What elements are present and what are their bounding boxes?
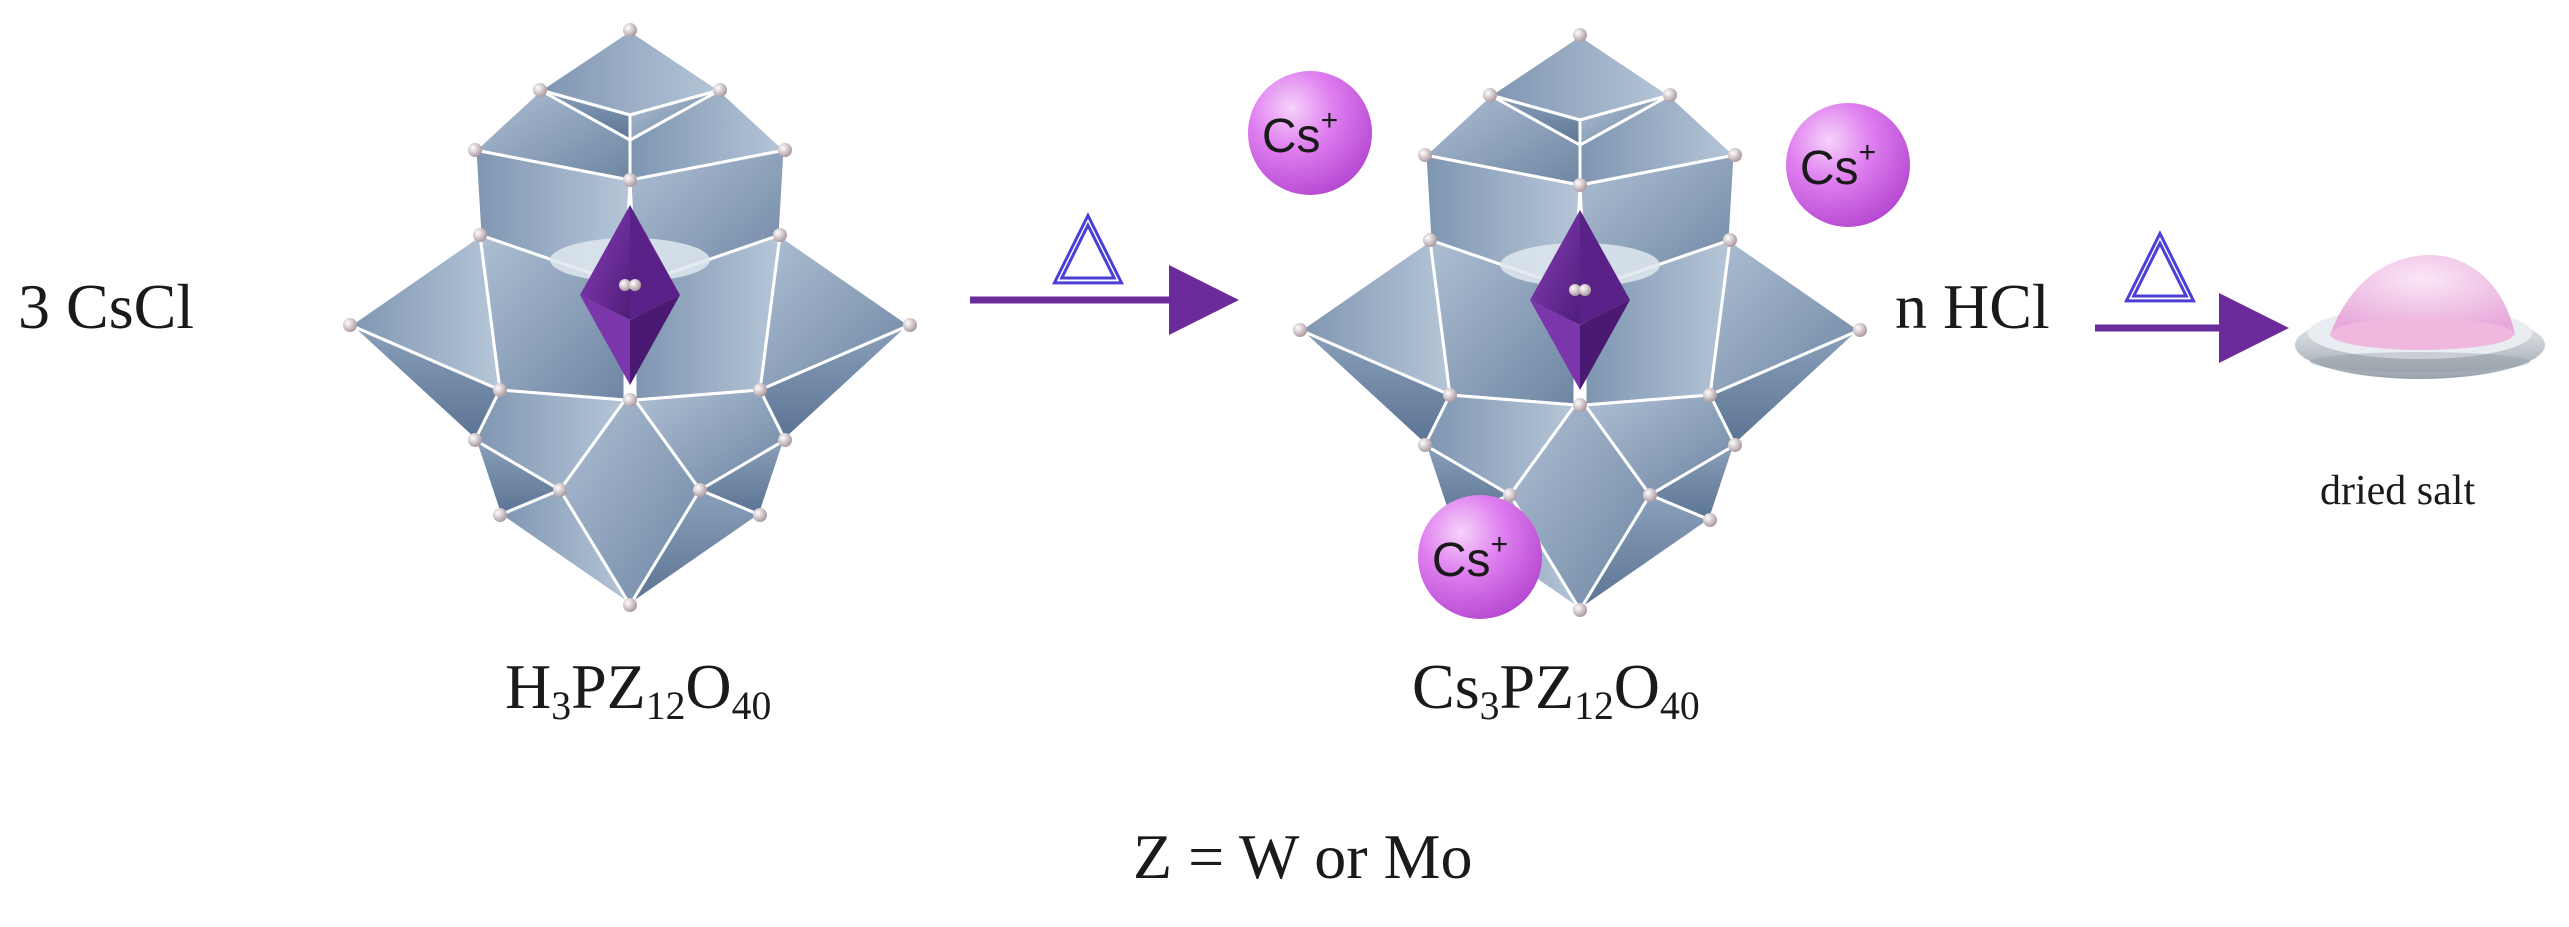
element-note: Z = W or Mo [1133,821,1473,892]
cs-ion-bottom: Cs+ [1418,495,1542,619]
svg-text:Cs+: Cs+ [1800,136,1876,195]
salt-formula: Cs3PZ12O40 [1412,651,1700,729]
heteropolyacid-structure [341,21,919,614]
cs-ion-top-right: Cs+ [1786,103,1910,227]
cs-ion-top-left: Cs+ [1248,71,1372,195]
dried-salt-dish-image [2295,255,2545,379]
acid-formula: H3PZ12O40 [505,651,772,729]
reactant-label: 3 CsCl [18,271,195,342]
heat-symbol-2: △ [2126,210,2194,309]
byproduct-label: n HCl [1895,271,2050,342]
product-label: dried salt [2320,468,2476,514]
svg-text:Cs+: Cs+ [1262,104,1338,163]
svg-text:Cs+: Cs+ [1432,528,1508,587]
heat-symbol-1: △ [1054,192,1122,291]
cesium-salt-structure [1291,26,1869,619]
